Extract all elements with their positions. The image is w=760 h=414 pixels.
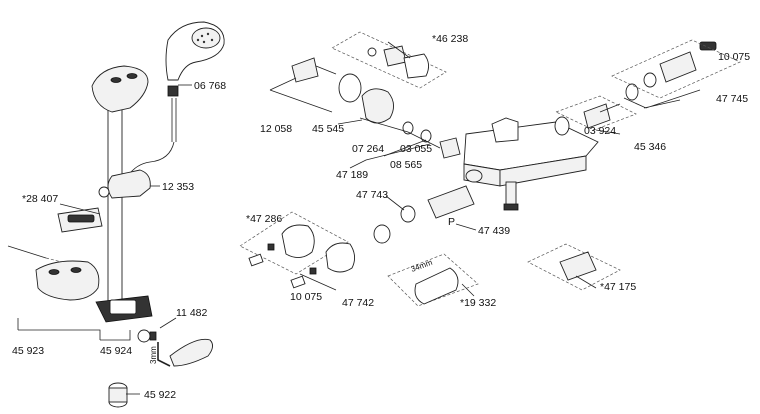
- shower-hose: [171, 98, 177, 142]
- temperature-handle-group: [239, 211, 355, 289]
- handle-size-label: 34mm: [410, 258, 434, 274]
- shower-rail-bar: [107, 99, 123, 313]
- label-10075-top: 10 075: [718, 51, 750, 63]
- lower-outlet: [505, 181, 517, 207]
- label-07264: 07 264: [352, 143, 384, 155]
- holder-screw-part: [137, 329, 151, 343]
- label-46238: *46 238: [432, 33, 468, 45]
- label-47286: *47 286: [246, 213, 282, 225]
- label-03055: 03 055: [400, 143, 432, 155]
- shower-rail-assembly: 3mm: [7, 21, 225, 408]
- part-number-labels: 06 768 12 353 *28 407 45 923 45 924 11 4…: [12, 33, 750, 401]
- check-valve-08565: [439, 137, 461, 159]
- check-valve-cartridge: [583, 103, 611, 129]
- label-47743: 47 743: [356, 189, 388, 201]
- label-47745: 47 745: [716, 93, 748, 105]
- label-12353: 12 353: [162, 181, 194, 193]
- label-45924: 45 924: [100, 345, 132, 357]
- label-03924: 03 924: [584, 125, 616, 137]
- cartridge-47175-group: [527, 243, 621, 291]
- label-11482: 11 482: [176, 307, 207, 319]
- label-10075-bottom: 10 075: [290, 291, 322, 303]
- lower-wall-bracket: [35, 260, 100, 301]
- allen-key-size-label: 3mm: [149, 346, 158, 364]
- leader-lines: [17, 41, 701, 395]
- allen-key: [157, 342, 171, 367]
- rail-slider: [107, 169, 151, 199]
- label-47742: 47 742: [342, 297, 374, 309]
- wall-plug: [108, 382, 128, 408]
- label-19332: *19 332: [460, 297, 496, 309]
- s-union: [291, 57, 319, 83]
- check-valve-ring: [554, 116, 570, 136]
- label-47439: 47 439: [478, 225, 510, 237]
- label-47175: *47 175: [600, 281, 636, 293]
- label-47189: 47 189: [336, 169, 368, 181]
- label-12058: 12 058: [260, 123, 292, 135]
- wall-screw: [7, 245, 47, 259]
- label-28407: *28 407: [22, 193, 58, 205]
- label-06768: 06 768: [194, 80, 226, 92]
- hose-connector: [167, 85, 179, 97]
- escutcheon-ring: [338, 73, 362, 103]
- thermostat-body-assembly: 34mm: [239, 31, 741, 307]
- handle-knob: [169, 338, 213, 367]
- escutcheon-cover: [361, 88, 394, 124]
- label-45922: 45 922: [144, 389, 176, 401]
- thermostatic-cartridge: [427, 185, 475, 219]
- label-p-marker: P: [448, 216, 455, 228]
- label-45346: 45 346: [634, 141, 666, 153]
- filter-connector: [659, 51, 697, 83]
- label-45923: 45 923: [12, 345, 44, 357]
- upper-wall-bracket: [91, 65, 149, 113]
- label-08565: 08 565: [390, 159, 422, 171]
- o-ring-03055: [420, 129, 432, 143]
- hand-shower-head: [165, 21, 225, 81]
- label-45545: 45 545: [312, 123, 344, 135]
